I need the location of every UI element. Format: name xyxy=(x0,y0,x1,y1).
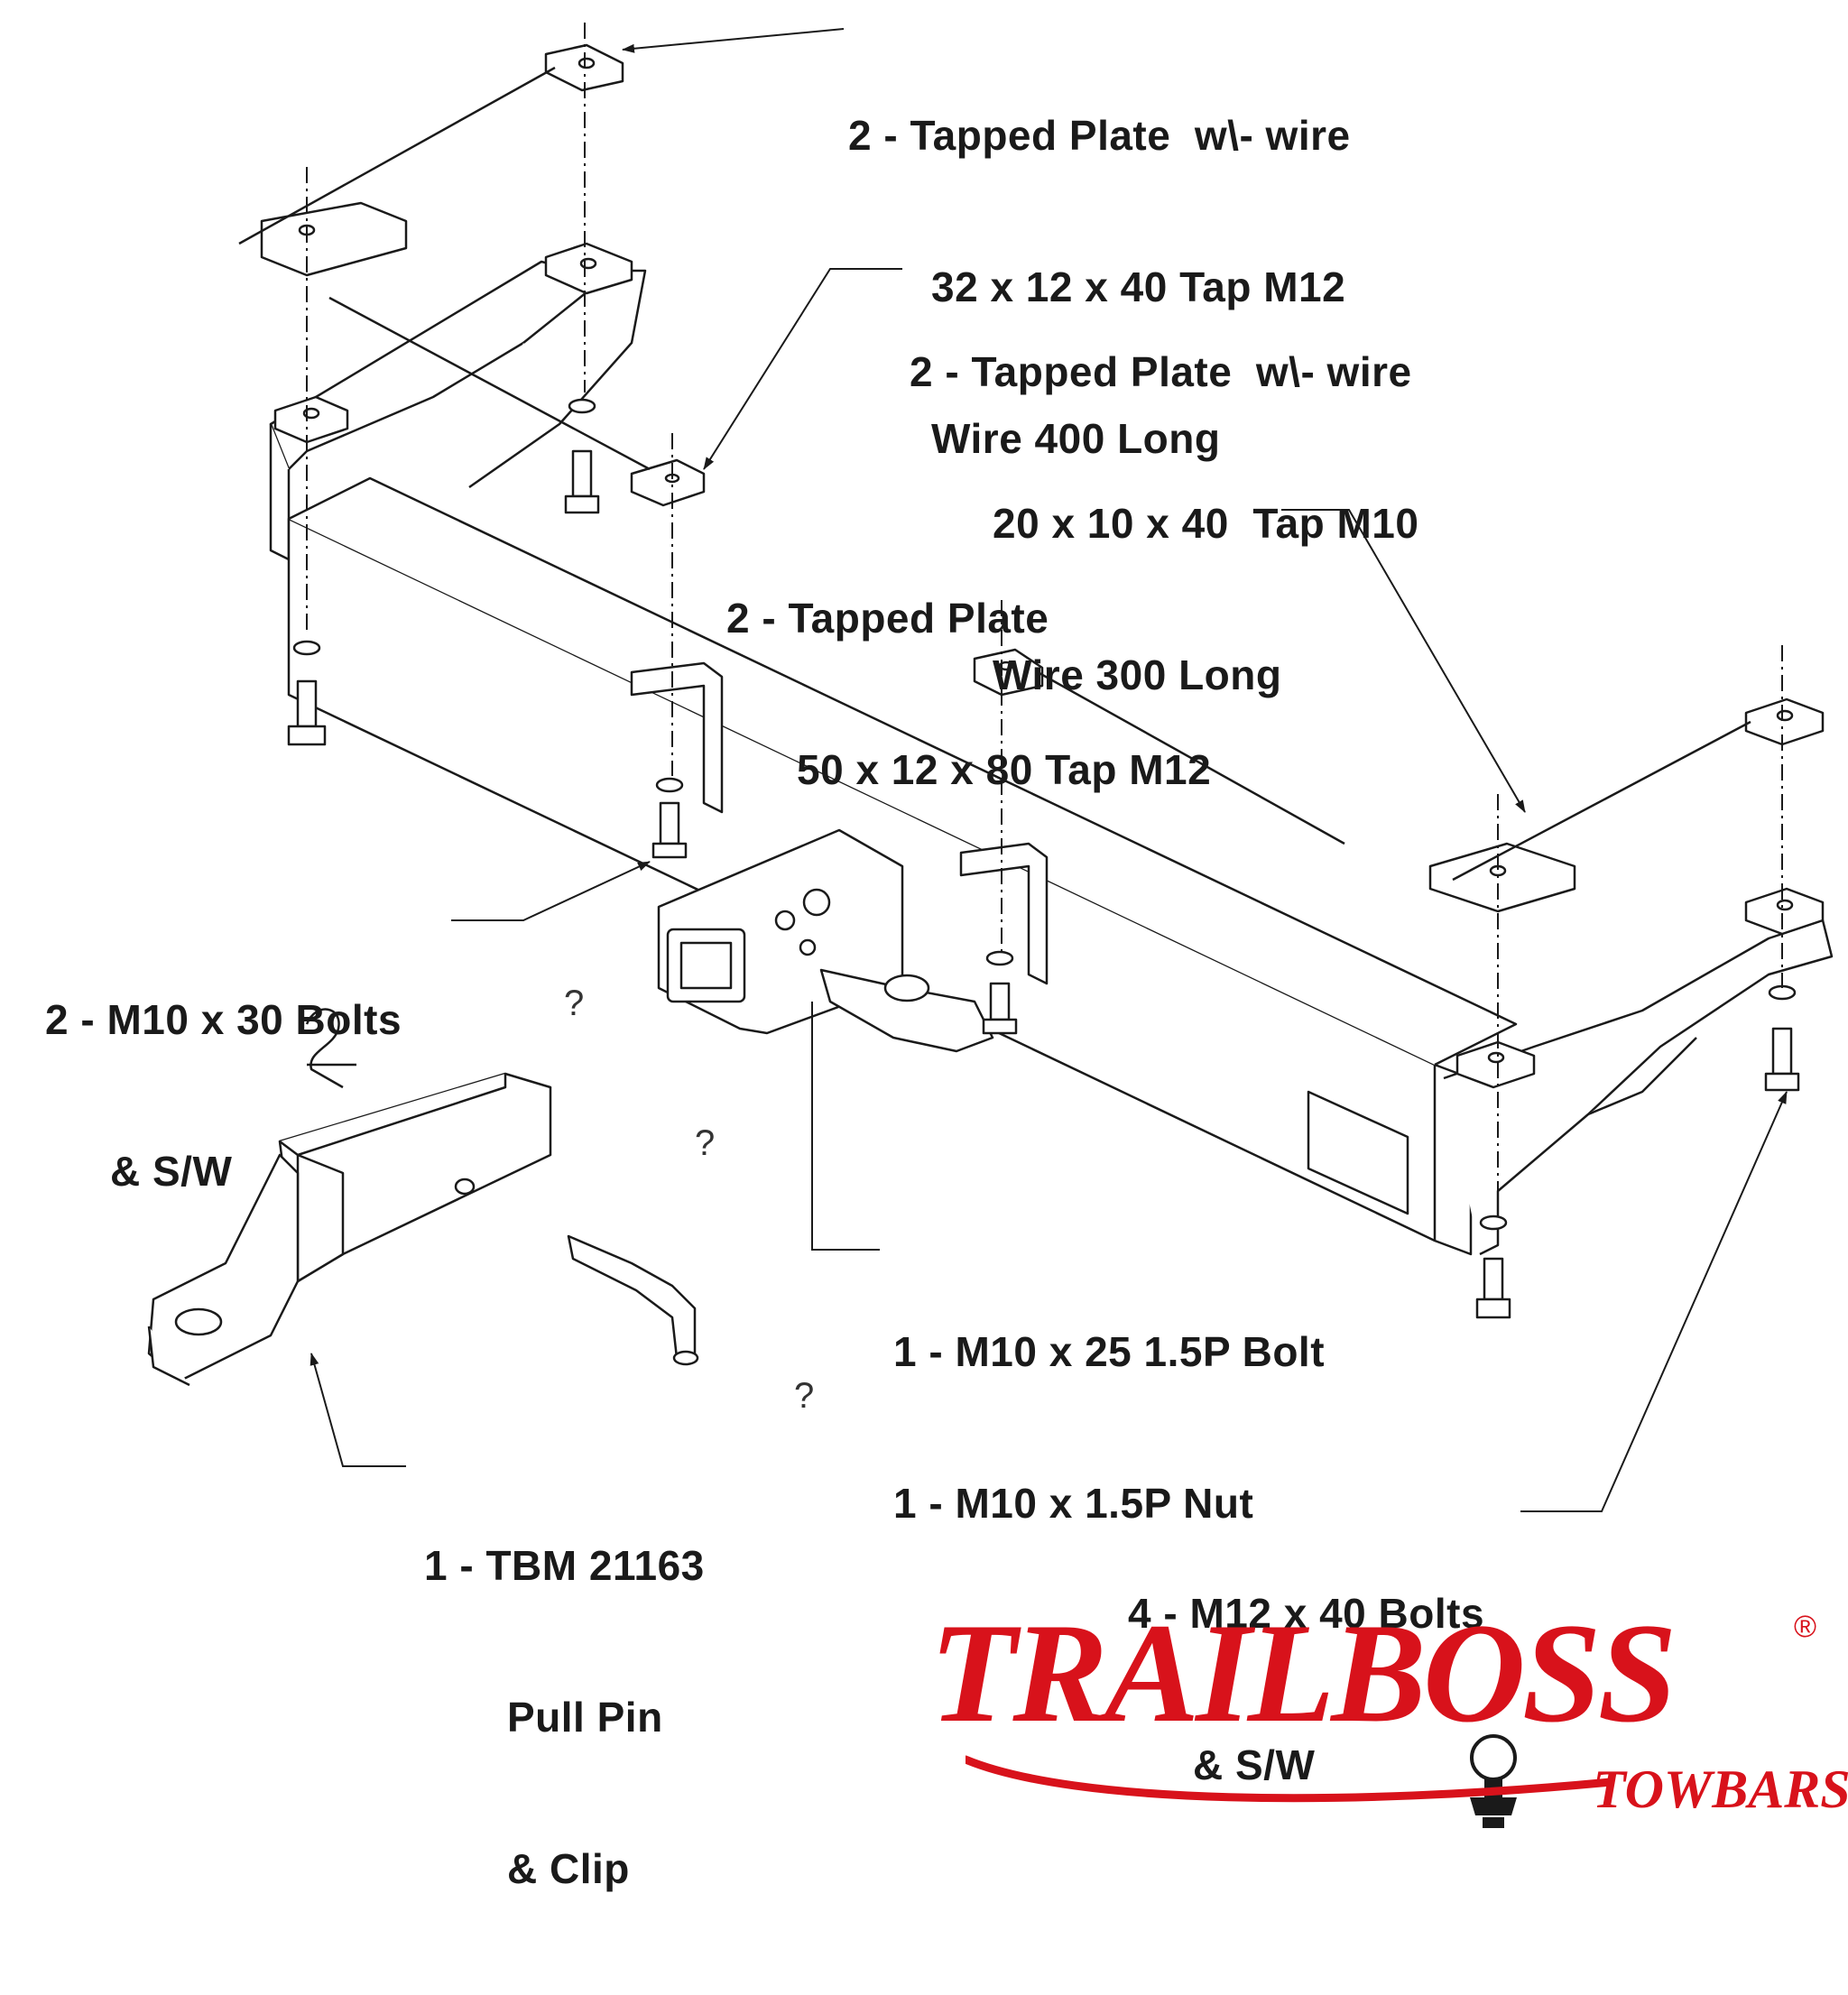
label-m10x30-bolts: 2 - M10 x 30 Bolts & S/W xyxy=(45,893,402,1298)
bracket-pad-right xyxy=(1455,1040,1536,1089)
label-line: & Clip xyxy=(507,1845,630,1892)
label-line: 1 - TBM 21163 xyxy=(424,1542,705,1589)
label-line: 32 x 12 x 40 Tap M12 xyxy=(931,263,1346,310)
u-bracket-left xyxy=(630,661,724,814)
exploded-view-drawing xyxy=(147,23,1834,1512)
bracket-pad-lower-left xyxy=(273,395,349,444)
label-line: 1 - M10 x 1.5P Nut xyxy=(893,1480,1254,1527)
label-tapped-plate-50: 2 - Tapped Plate 50 x 12 x 80 Tap M12 xyxy=(726,492,1211,896)
tapped-plate-32-left xyxy=(260,201,408,277)
registered-mark: ® xyxy=(1794,1610,1817,1644)
bracket-pad-left xyxy=(544,242,633,295)
label-line: Wire 400 Long xyxy=(931,415,1221,462)
trailboss-logo: TRAILBOSS ® TOWBARS xyxy=(929,1594,1848,1841)
bolt-m10-left xyxy=(287,640,327,746)
bolt-m12-far-right xyxy=(1764,984,1800,1092)
label-line: 20 x 10 x 40 Tap M10 xyxy=(993,500,1419,547)
label-line: 2 - Tapped Plate w\- wire xyxy=(848,112,1351,159)
label-line: & S/W xyxy=(1193,1741,1316,1788)
tapped-plate-right-lower xyxy=(1744,887,1825,936)
label-line: 2 - Tapped Plate xyxy=(726,595,1049,642)
label-m10x25-bolt-nut: 1 - M10 x 25 1.5P Bolt 1 - M10 x 1.5P Nu… xyxy=(893,1225,1325,1630)
logo-swoosh xyxy=(966,1755,1615,1803)
label-line: & S/W xyxy=(110,1148,233,1195)
label-m12x40-bolts: 4 - M12 x 40 Bolts & S/W xyxy=(1128,1487,1484,1891)
tapped-plate-50-center xyxy=(973,648,1044,697)
label-tbm-pull-pin: 1 - TBM 21163 Pull Pin & Clip xyxy=(424,1439,705,1995)
label-tapped-plate-20: 2 - Tapped Plate w\- wire 20 x 10 x 40 T… xyxy=(910,245,1418,801)
bolt-m10-center xyxy=(651,777,688,859)
tow-ball-mount xyxy=(147,1008,699,1387)
logo-subtitle: TOWBARS xyxy=(1593,1759,1848,1819)
question-mark: ? xyxy=(794,1376,815,1416)
wires xyxy=(238,66,1751,882)
label-line: 2 - M10 x 30 Bolts xyxy=(45,996,402,1043)
label-line: 50 x 12 x 80 Tap M12 xyxy=(797,746,1212,793)
label-line: 1 - M10 x 25 1.5P Bolt xyxy=(893,1328,1326,1375)
logo-wordmark: TRAILBOSS xyxy=(929,1594,1677,1752)
tow-ball-icon xyxy=(1470,1734,1517,1828)
bolt-m12-right-lower xyxy=(1475,1215,1511,1319)
u-bracket-right xyxy=(959,842,1049,985)
bolt-m12-inner xyxy=(564,398,600,514)
label-line: Wire 300 Long xyxy=(993,651,1282,698)
tapped-plate-50-right xyxy=(1428,842,1576,913)
label-line: 2 - Tapped Plate w\- wire xyxy=(910,348,1412,395)
bolt-m10-right xyxy=(982,950,1018,1035)
leader-lines xyxy=(310,28,1788,1512)
label-line: 4 - M12 x 40 Bolts xyxy=(1128,1590,1485,1637)
question-mark: ? xyxy=(564,984,585,1023)
question-mark: ? xyxy=(695,1123,716,1163)
label-line: Pull Pin xyxy=(507,1694,663,1741)
tapped-plate-20 xyxy=(630,458,706,507)
label-tapped-plate-32: 2 - Tapped Plate w\- wire 32 x 12 x 40 T… xyxy=(848,9,1351,565)
tapped-plate-right-top xyxy=(1744,697,1825,746)
towbar-installation-diagram: 2 - Tapped Plate w\- wire 32 x 12 x 40 T… xyxy=(45,9,1848,1892)
alignment-axes xyxy=(306,23,1783,1214)
hitch-receiver xyxy=(657,828,994,1053)
